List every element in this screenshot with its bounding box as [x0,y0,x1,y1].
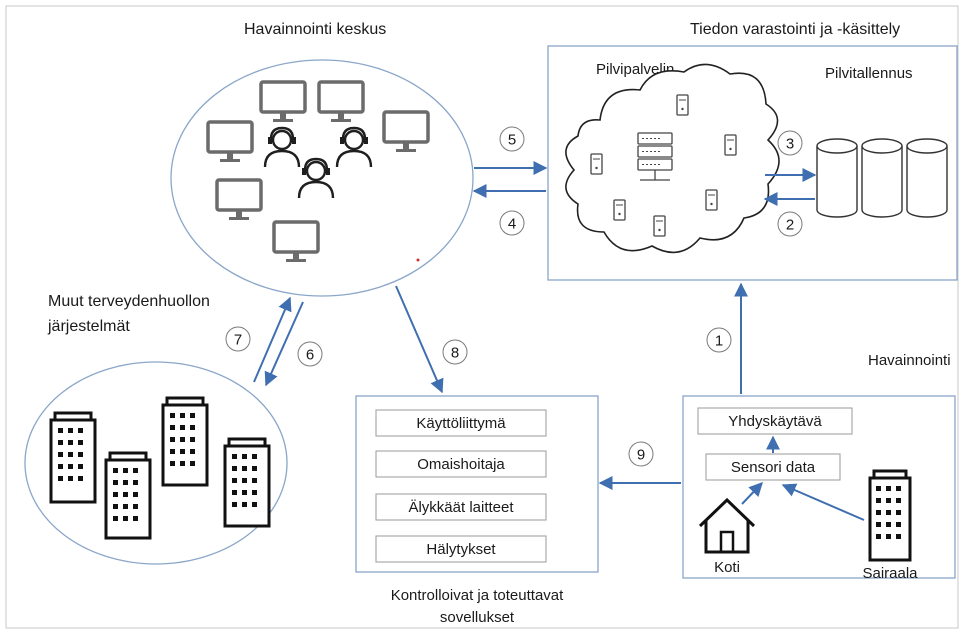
applications-label-line2: sovellukset [440,609,515,626]
server-icon [676,94,689,116]
sensor-data-label: Sensori data [731,459,816,476]
step-6-badge [297,341,323,367]
app-item-ui: Käyttöliittymä [416,415,506,432]
step-8-badge [442,339,468,365]
sensor-data-box [705,453,841,481]
hospital-label: Sairaala [862,565,918,582]
cloud-storage-label: Pilvitallennus [825,65,913,82]
gateway-box [697,407,853,435]
server-icon [613,199,626,221]
observation-frame [682,395,956,579]
building-icon [161,396,209,487]
building-icon [223,437,271,528]
app-item-alerts: Hälytykset [426,541,496,558]
server-icon [724,134,737,156]
observation-title: Havainnointi [868,352,951,369]
step-9-badge [628,441,654,467]
app-item-alerts-box [375,535,547,563]
arrow-hospital-to-sensor [781,483,865,521]
step-5-badge [499,126,525,152]
arrow-6 [264,301,304,387]
gateway-label: Yhdyskäytävä [728,413,822,430]
storage-title: Tiedon varastointi ja -käsittely [690,21,900,38]
home-icon [698,497,756,554]
server-icon [653,215,666,237]
arrow-7 [253,296,292,383]
step-7-number: 7 [234,332,242,349]
app-item-ui-box [375,409,547,437]
server-icon [705,189,718,211]
step-7-badge [225,326,251,352]
arrow-home-to-sensor [741,481,763,505]
applications-label-line1: Kontrolloivat ja toteuttavat [391,587,564,604]
step-1-badge [706,327,732,353]
step-4-number: 4 [508,216,516,233]
app-item-caregiver: Omaishoitaja [417,456,505,473]
server-rack-icon [637,132,673,181]
other-systems-label-line1: Muut terveydenhuollon [48,293,210,310]
step-2-number: 2 [786,217,794,234]
home-label: Koti [714,559,740,576]
applications-frame [355,395,599,573]
app-item-smart-devices-box [375,493,547,521]
other-systems-label-line2: järjestelmät [47,318,130,335]
step-3-badge [777,130,803,156]
building-icon [49,411,97,504]
red-dot-marker [416,258,420,262]
step-1-number: 1 [715,333,723,350]
step-2-badge [777,211,803,237]
step-3-number: 3 [786,136,794,153]
database-icon [906,138,948,218]
arrow-8 [395,285,444,394]
outer-border [5,5,959,629]
building-icon [104,451,152,540]
app-item-caregiver-box [375,450,547,478]
step-9-number: 9 [637,447,645,464]
monitoring-center-title: Havainnointi keskus [244,21,386,38]
hospital-icon [868,469,912,562]
step-6-number: 6 [306,347,314,364]
step-8-number: 8 [451,345,459,362]
server-icon [590,153,603,175]
step-4-badge [499,210,525,236]
database-icon [816,138,858,218]
database-icon [861,138,903,218]
storage-frame [547,45,958,281]
app-item-smart-devices: Älykkäät laitteet [408,499,514,516]
step-5-number: 5 [508,132,516,149]
